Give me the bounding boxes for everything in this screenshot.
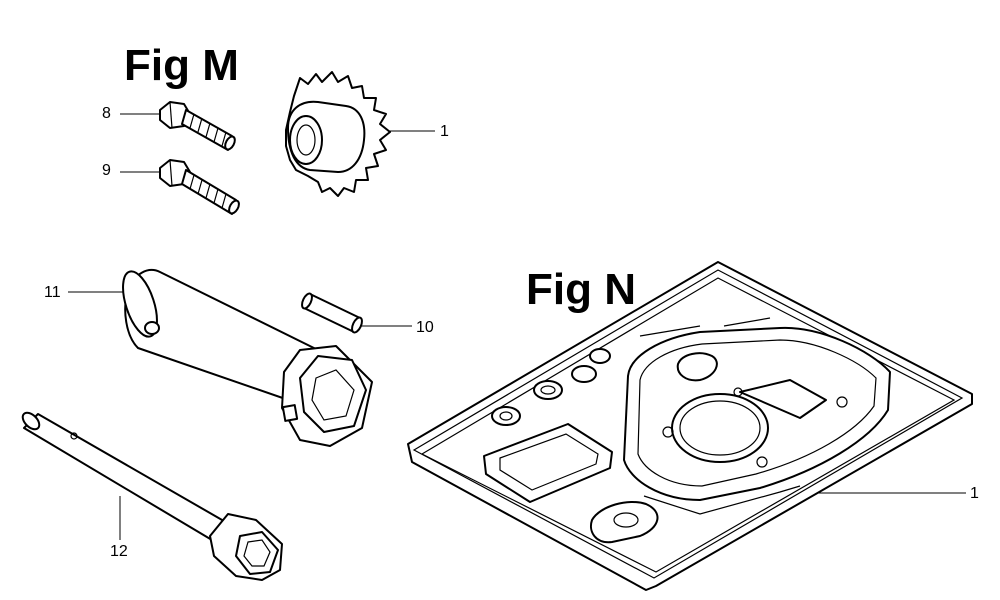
leader-lines bbox=[68, 113, 966, 540]
plug-wrench-icon bbox=[122, 269, 373, 447]
callout-8: 8 bbox=[102, 105, 111, 122]
callout-9: 9 bbox=[102, 162, 111, 179]
callout-1-gear: 1 bbox=[440, 123, 449, 140]
callout-12: 12 bbox=[110, 543, 128, 560]
callout-10: 10 bbox=[416, 319, 434, 336]
handle-bar-icon bbox=[21, 411, 283, 581]
gear-icon bbox=[285, 71, 391, 197]
callout-11: 11 bbox=[44, 284, 61, 301]
fig-n-title: Fig N bbox=[526, 265, 636, 314]
pin-icon bbox=[301, 292, 363, 334]
bolt-icon bbox=[159, 159, 240, 215]
gasket-set-icon bbox=[407, 261, 973, 591]
fig-m-title: Fig M bbox=[124, 41, 239, 90]
bolt-icon bbox=[159, 101, 236, 151]
callout-1-gasket: 1 bbox=[970, 485, 979, 502]
